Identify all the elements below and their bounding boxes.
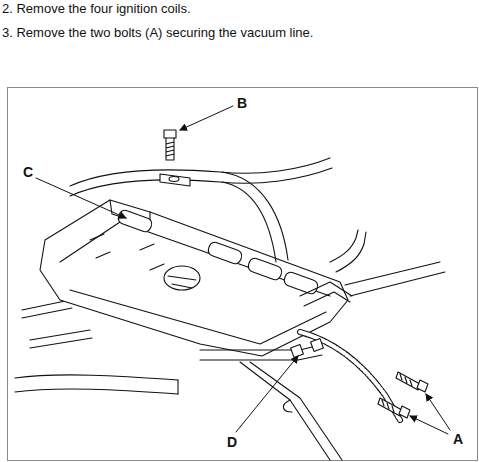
valve-cover-ridge [60,222,330,344]
callout-letter: D [226,434,238,450]
bolt [396,372,428,392]
hose [15,389,178,394]
mount-tab [311,339,324,352]
mount-tab [291,345,304,358]
callout-letter: B [236,95,248,111]
pipe [240,362,342,460]
oil-filler-cap [164,266,200,290]
pipe [345,262,445,296]
hose [70,158,330,186]
pipe [330,230,366,272]
figure-frame [8,88,478,461]
bolt [378,398,410,418]
instruction-step: 3. Remove the two bolts (A) securing the… [2,26,313,41]
callout-letter: A [452,431,464,447]
hose [70,168,332,196]
pipe [283,400,292,412]
hose [15,375,178,380]
coil-holes [90,209,319,296]
leader-lines [36,106,450,434]
instruction-step: 2. Remove the four ignition coils. [2,2,191,17]
hose [222,182,276,262]
pipe [300,282,352,306]
oil-filler-cap [168,276,196,288]
hose-end [177,380,178,394]
vacuum-line-bracket [160,174,190,186]
bolt [164,130,176,160]
callout-letter: C [22,164,34,180]
vacuum-line [200,345,322,360]
